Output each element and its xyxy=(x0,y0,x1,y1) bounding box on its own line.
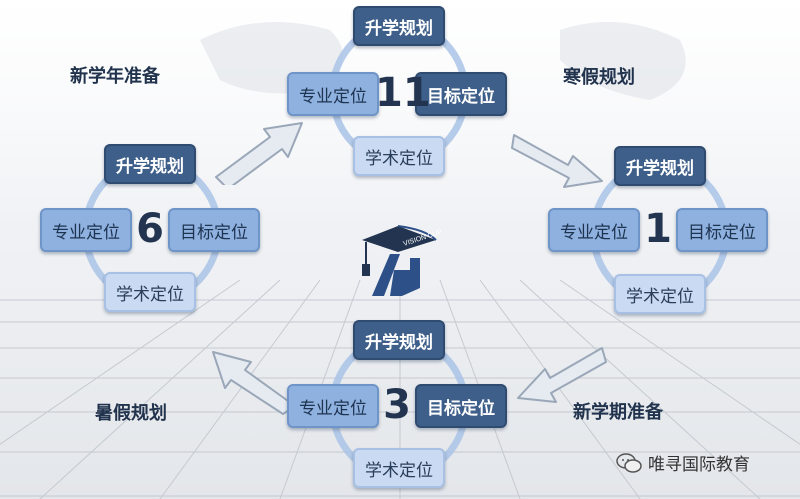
box-label: 目标定位 xyxy=(688,222,756,243)
month-number: 3 xyxy=(383,382,411,428)
box-goal-positioning: 目标定位 xyxy=(676,208,768,252)
box-goal-positioning: 目标定位 xyxy=(168,208,260,252)
box-label: 学术定位 xyxy=(116,284,184,305)
box-goal-positioning: 目标定位 xyxy=(415,72,507,116)
vision-cup-logo: VISION CUP xyxy=(362,225,443,296)
label-new-school-year: 新学年准备 xyxy=(70,66,160,87)
box-label: 专业定位 xyxy=(52,222,120,243)
month-number: 11 xyxy=(375,70,431,116)
box-label: 升学规划 xyxy=(116,156,184,177)
box-major-positioning: 专业定位 xyxy=(40,208,132,252)
box-major-positioning: 专业定位 xyxy=(287,72,379,116)
wechat-icon xyxy=(616,452,642,473)
box-label: 学术定位 xyxy=(626,286,694,307)
box-label: 专业定位 xyxy=(299,398,367,419)
watermark: 唯寻国际教育 xyxy=(616,450,750,475)
box-label: 目标定位 xyxy=(427,398,495,419)
box-label: 专业定位 xyxy=(560,222,628,243)
watermark-text: 唯寻国际教育 xyxy=(648,455,750,475)
box-upgrade-planning: 升学规划 xyxy=(353,320,445,360)
box-upgrade-planning: 升学规划 xyxy=(104,144,196,184)
box-label: 升学规划 xyxy=(365,332,433,353)
box-label: 升学规划 xyxy=(626,158,694,179)
box-label: 升学规划 xyxy=(365,18,433,39)
box-upgrade-planning: 升学规划 xyxy=(614,146,706,186)
month-number: 1 xyxy=(644,206,672,252)
box-academic-positioning: 学术定位 xyxy=(353,448,445,488)
box-label: 专业定位 xyxy=(299,86,367,107)
cluster-right: 升学规划 专业定位 目标定位 学术定位 1 xyxy=(548,144,768,324)
box-academic-positioning: 学术定位 xyxy=(104,272,196,312)
box-academic-positioning: 学术定位 xyxy=(353,136,445,176)
box-label: 目标定位 xyxy=(427,86,495,107)
cluster-top: 升学规划 专业定位 目标定位 学术定位 11 xyxy=(287,4,507,184)
box-label: 目标定位 xyxy=(180,222,248,243)
box-major-positioning: 专业定位 xyxy=(548,208,640,252)
label-new-semester: 新学期准备 xyxy=(573,402,663,423)
box-academic-positioning: 学术定位 xyxy=(614,274,706,314)
box-label: 学术定位 xyxy=(365,460,433,481)
month-number: 6 xyxy=(136,206,164,252)
box-major-positioning: 专业定位 xyxy=(287,384,379,428)
cluster-bottom: 升学规划 专业定位 目标定位 学术定位 3 xyxy=(287,318,507,498)
label-summer-break: 暑假规划 xyxy=(95,403,167,424)
box-upgrade-planning: 升学规划 xyxy=(353,6,445,46)
cluster-left: 升学规划 专业定位 目标定位 学术定位 6 xyxy=(40,142,260,322)
box-goal-positioning: 目标定位 xyxy=(415,384,507,428)
box-label: 学术定位 xyxy=(365,148,433,169)
label-winter-break: 寒假规划 xyxy=(563,67,635,88)
